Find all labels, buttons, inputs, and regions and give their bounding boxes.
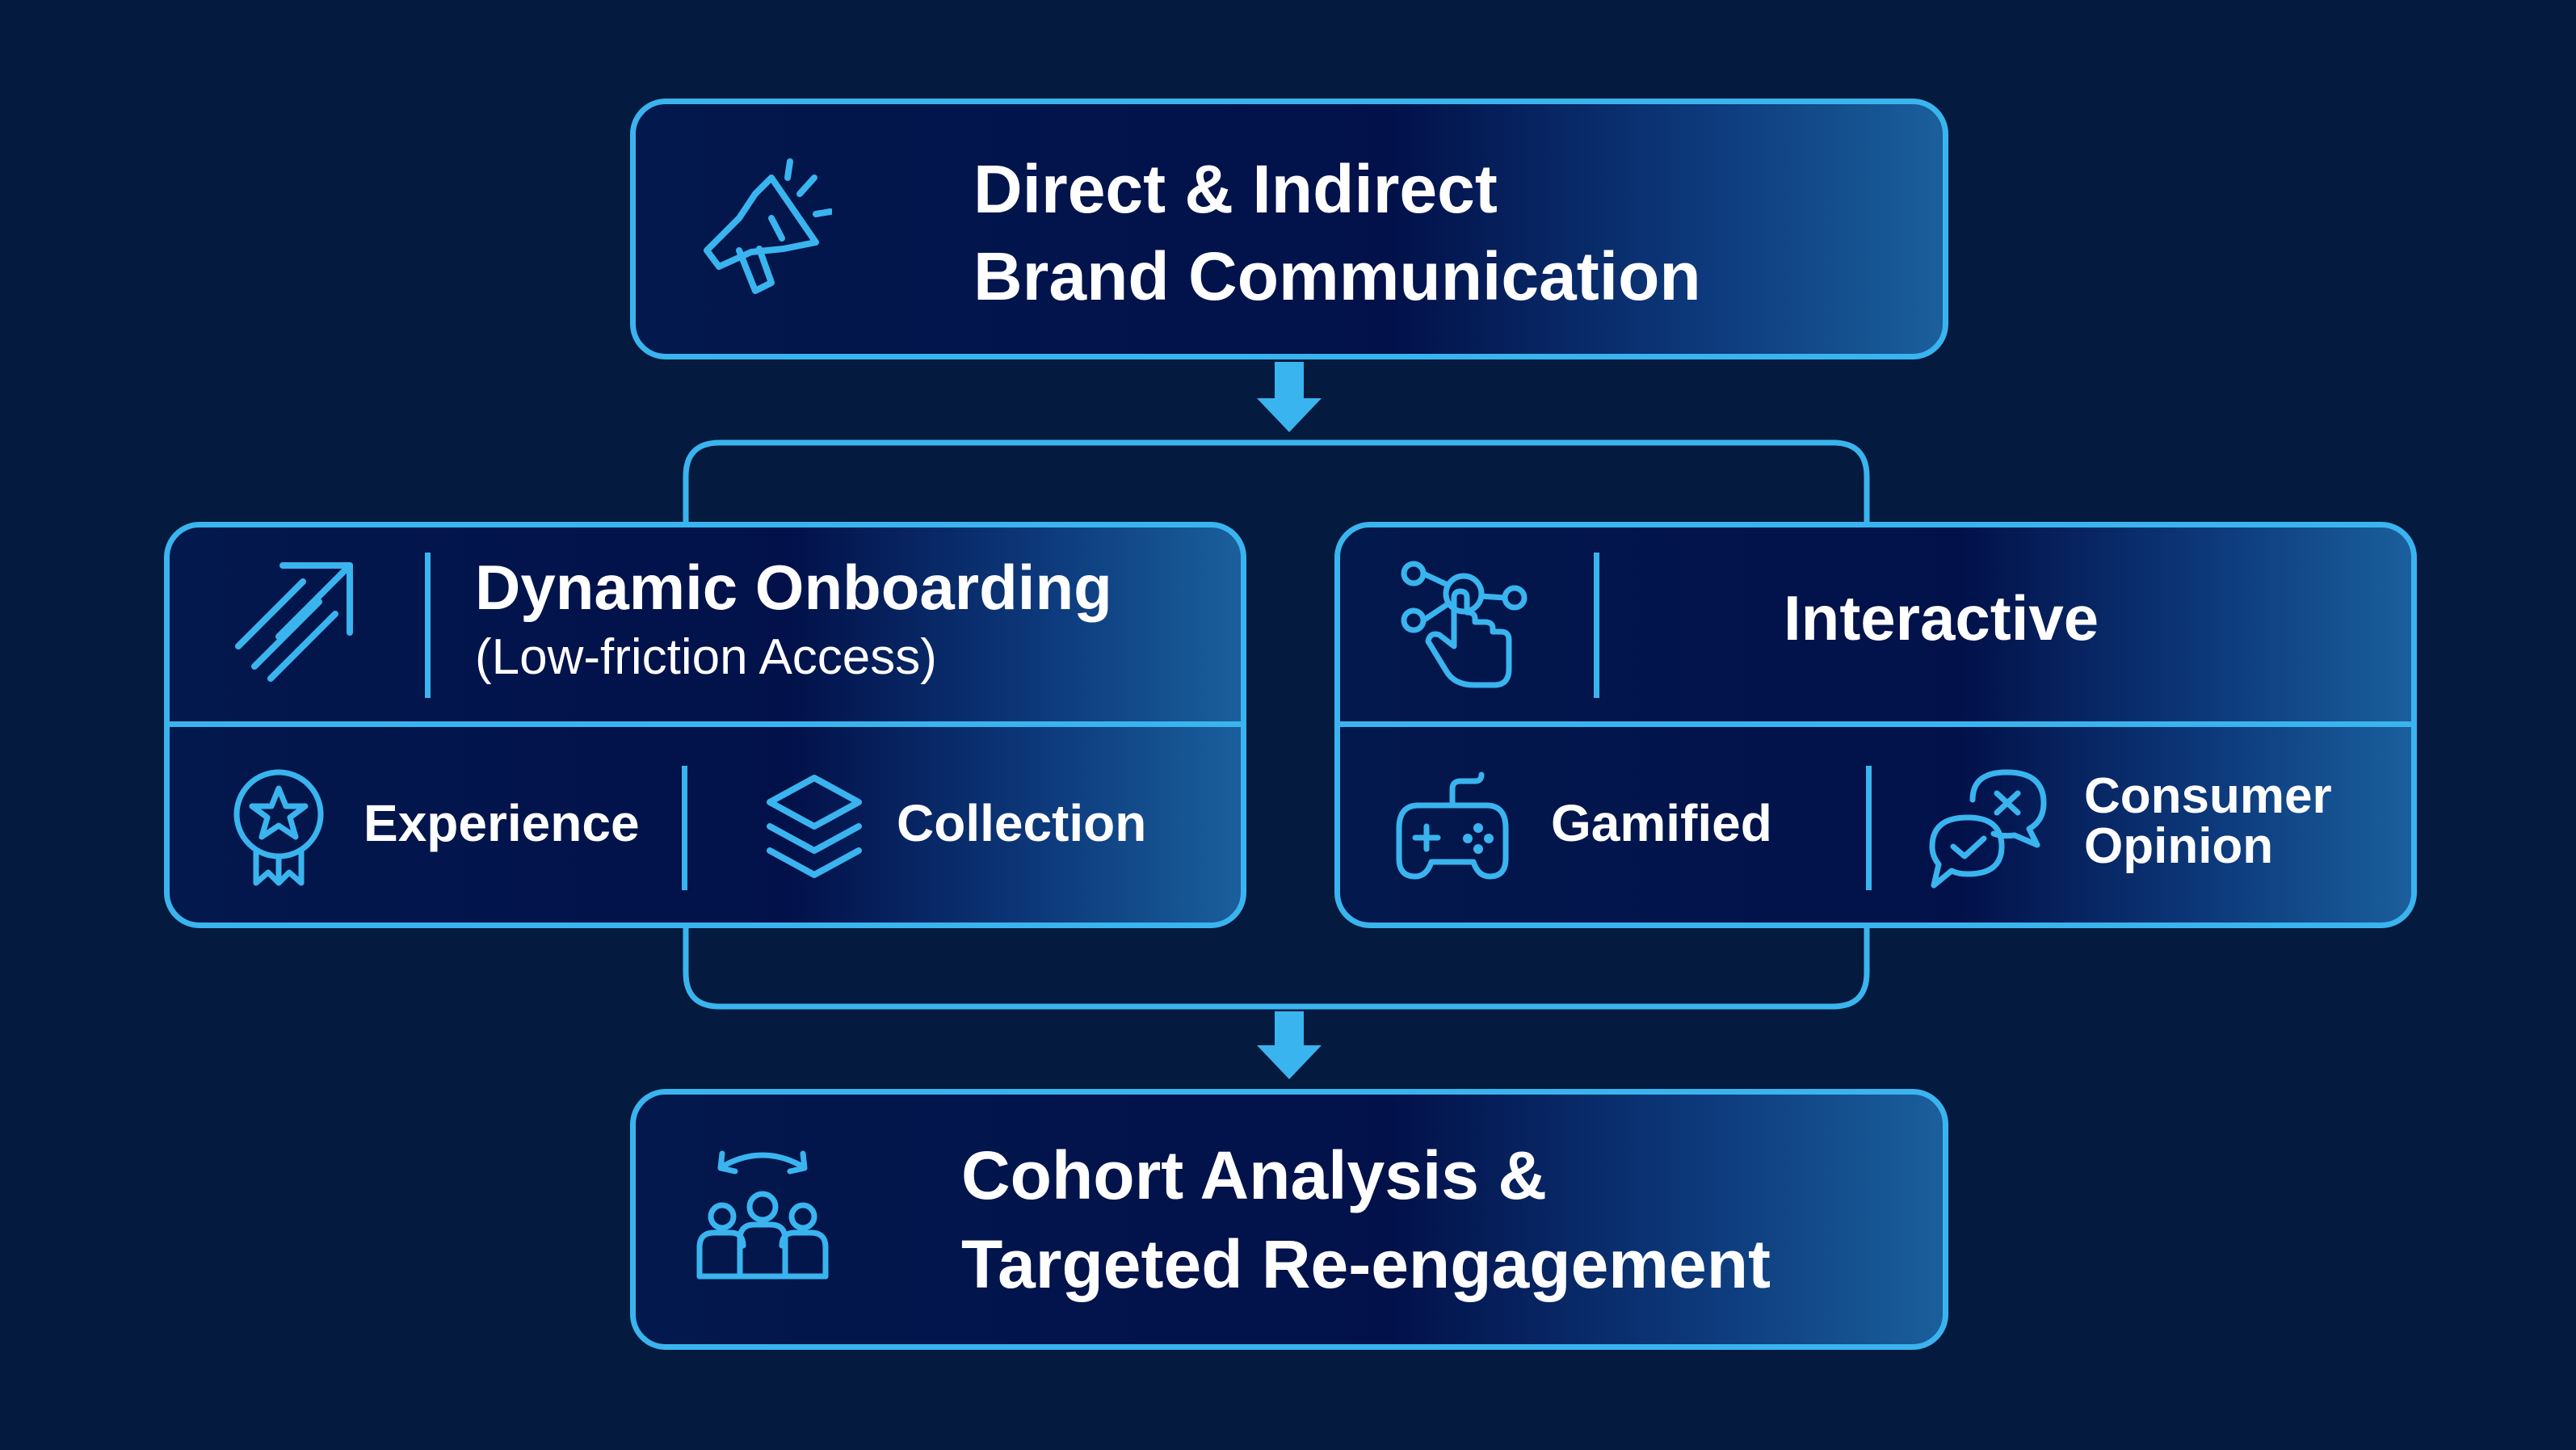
arrow-down-bottom [1257,1011,1322,1079]
collection-label: Collection [897,794,1147,852]
megaphone-icon [704,158,832,294]
interactive-items-separator [1866,766,1872,890]
chat-bubbles-icon [1929,769,2047,889]
interactive-divider [1340,721,2411,727]
interactive-title: Interactive [1784,582,2099,654]
brand-communication-title: Direct & Indirect Brand Communication [973,145,1701,320]
brand-communication-box [630,99,1948,359]
cohort-analysis-box [630,1089,1948,1350]
award-badge-icon [233,769,324,886]
cohort-analysis-line2: Targeted Re-engagement [961,1226,1771,1302]
gamepad-icon [1396,771,1509,880]
brand-communication-line1: Direct & Indirect [973,151,1498,227]
interactive-header-separator [1594,553,1599,698]
cohort-analysis-title: Cohort Analysis & Targeted Re-engagement [961,1131,1771,1309]
consumer-opinion-line1: Consumer [2084,768,2332,824]
onboarding-divider [170,721,1241,727]
onboarding-items-separator [682,766,687,890]
cohort-group-icon [696,1150,829,1280]
consumer-opinion-label: Consumer Opinion [2084,771,2332,872]
bracket-top [683,439,1870,524]
bracket-bottom [683,926,1870,1010]
experience-label: Experience [363,794,640,852]
fast-arrow-icon [235,562,353,682]
cohort-analysis-line1: Cohort Analysis & [961,1137,1547,1213]
arrow-down-top [1257,362,1322,432]
touch-network-icon [1401,561,1528,688]
layers-stack-icon [767,775,862,878]
onboarding-header-separator [425,553,431,698]
onboarding-subtitle: (Low-friction Access) [475,629,937,685]
gamified-label: Gamified [1551,794,1772,852]
brand-communication-line2: Brand Communication [973,238,1701,314]
dynamic-onboarding-box [164,522,1246,928]
onboarding-title: Dynamic Onboarding [475,552,1112,623]
consumer-opinion-line2: Opinion [2084,818,2274,874]
